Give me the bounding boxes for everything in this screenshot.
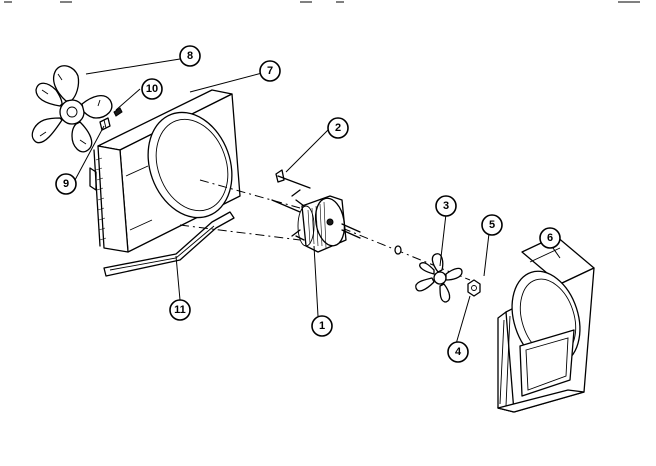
callout-11: 11 [169,299,191,321]
washer [394,245,402,255]
callout-9: 9 [55,173,77,195]
callout-6: 6 [539,227,561,249]
fan-blade-large [31,65,113,153]
callout-2: 2 [327,117,349,139]
nut-part [99,117,111,131]
svg-text:1: 1 [319,320,325,332]
callout-1: 1 [311,315,333,337]
svg-text:5: 5 [489,219,495,231]
clip-part [113,107,123,117]
callout-8: 8 [179,45,201,67]
callout-5: 5 [481,214,503,236]
callout-10: 10 [141,78,163,100]
assembly-axis [179,179,471,281]
svg-text:2: 2 [335,122,341,134]
svg-text:9: 9 [63,178,69,190]
svg-text:4: 4 [455,346,462,358]
svg-text:10: 10 [146,83,158,95]
hex-nut [467,279,481,297]
fan-blade-small [415,253,463,303]
blower-motor [291,189,361,253]
svg-text:8: 8 [187,50,193,62]
svg-text:6: 6 [547,232,553,244]
scroll-housing [497,235,595,413]
callout-3: 3 [435,195,457,217]
screw-bolt [271,169,311,213]
shroud-housing [89,89,241,253]
svg-text:3: 3 [443,200,449,212]
leader-lines [74,58,561,345]
callout-7: 7 [259,60,281,82]
svg-text:7: 7 [267,65,273,77]
callout-4: 4 [447,341,469,363]
svg-text:11: 11 [174,304,186,316]
